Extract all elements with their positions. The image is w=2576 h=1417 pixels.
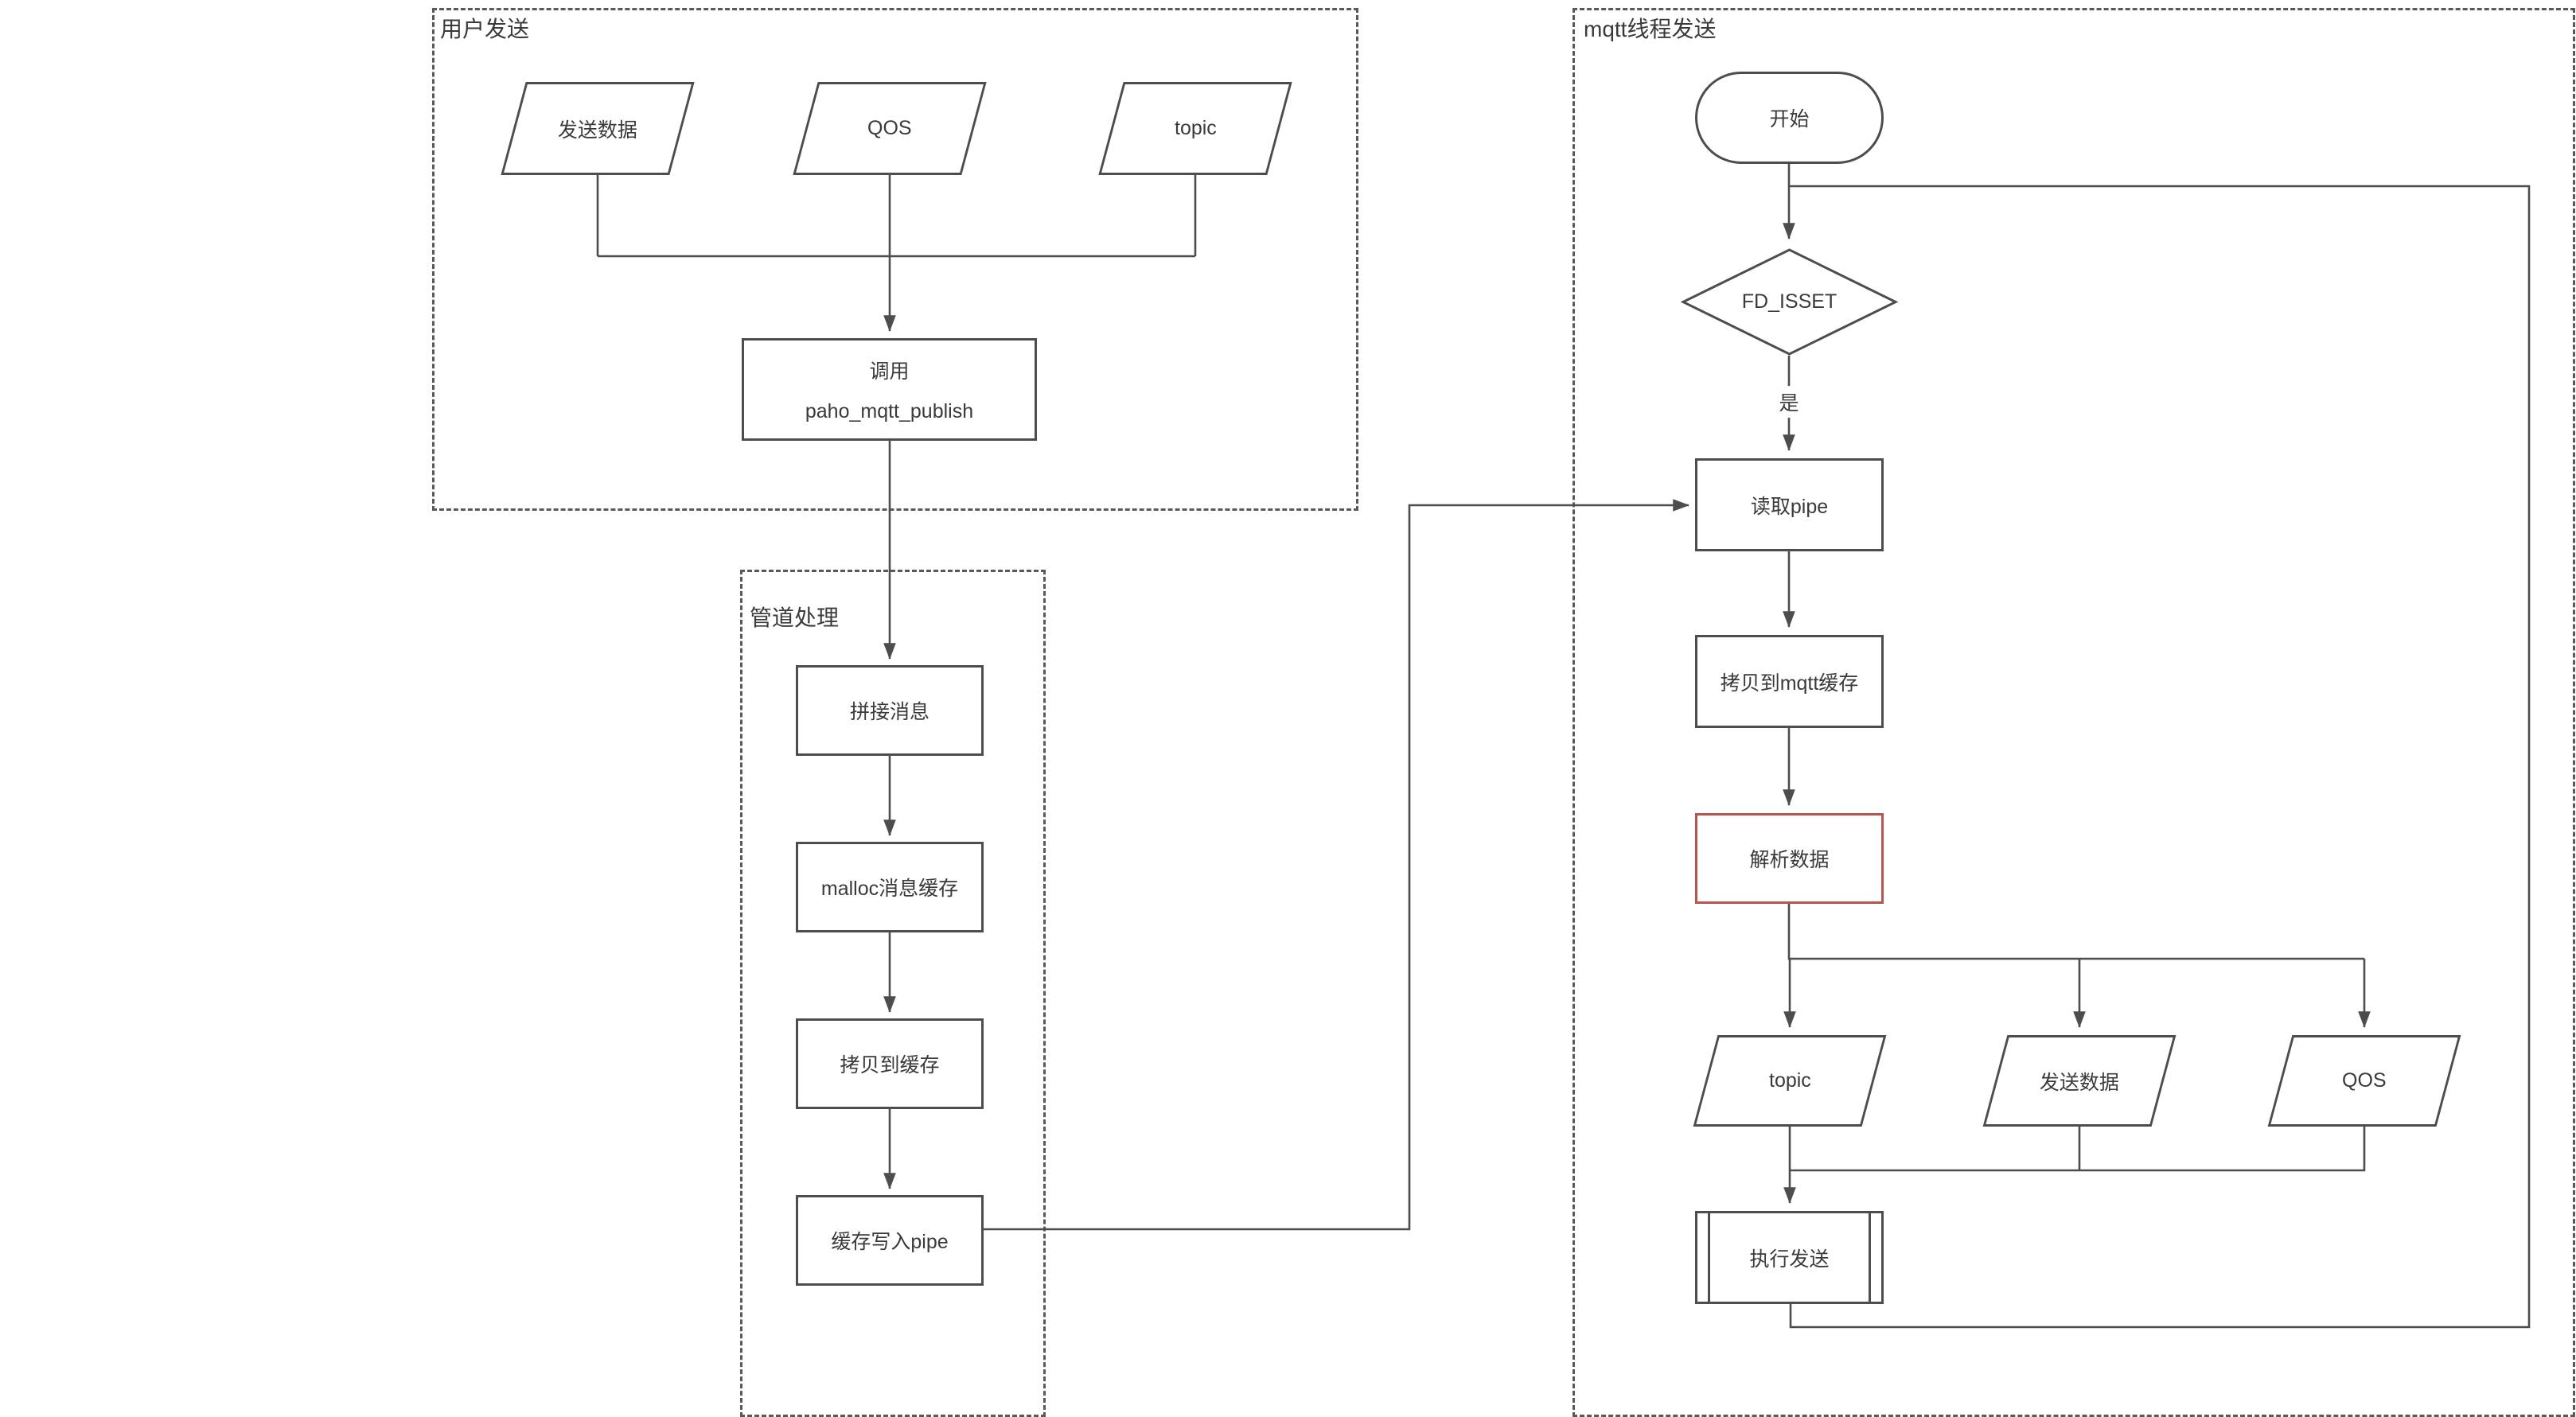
node-copy-to-buffer: 拷贝到缓存 bbox=[796, 1018, 984, 1109]
node-send-data-output-label: 发送数据 bbox=[2039, 1071, 2119, 1094]
node-qos-output-label: QOS bbox=[2342, 1069, 2387, 1092]
node-call-label-line1: 调用 bbox=[869, 360, 910, 383]
node-start-label: 开始 bbox=[1769, 108, 1810, 130]
fd-isset-diamond-shape bbox=[1680, 248, 1899, 356]
node-qos-output: QOS bbox=[2267, 1035, 2461, 1127]
node-call-label-line2: paho_mqtt_publish bbox=[805, 400, 974, 422]
edge-pipe-to-readpipe bbox=[984, 499, 1690, 1231]
node-execute-send: 执行发送 bbox=[1695, 1211, 1884, 1304]
node-read-pipe: 读取pipe bbox=[1695, 458, 1884, 551]
node-malloc-message-buffer: malloc消息缓存 bbox=[796, 842, 984, 932]
container-user-send bbox=[432, 8, 1358, 511]
edge-parse-split bbox=[1787, 904, 2364, 960]
node-topic-input-label: topic bbox=[1174, 117, 1217, 139]
node-send-data-input: 发送数据 bbox=[501, 82, 695, 175]
container-mqtt-thread bbox=[1572, 8, 2575, 1417]
node-topic-output: topic bbox=[1693, 1035, 1887, 1127]
node-malloc-message-buffer-label: malloc消息缓存 bbox=[820, 878, 959, 900]
node-concat-message: 拼接消息 bbox=[796, 665, 984, 756]
container-pipe-handling bbox=[740, 570, 1046, 1417]
node-parse-data: 解析数据 bbox=[1695, 813, 1884, 904]
node-qos-input-label: QOS bbox=[867, 117, 912, 139]
node-start: 开始 bbox=[1695, 72, 1884, 164]
container-user-send-title: 用户发送 bbox=[437, 16, 533, 43]
node-buffer-write-pipe: 缓存写入pipe bbox=[796, 1195, 984, 1286]
node-copy-to-buffer-label: 拷贝到缓存 bbox=[840, 1054, 940, 1076]
edge-qos-merge bbox=[1790, 1127, 2366, 1172]
container-mqtt-thread-title: mqtt线程发送 bbox=[1580, 16, 1720, 43]
container-pipe-handling-title: 管道处理 bbox=[746, 605, 843, 632]
node-send-data-input-label: 发送数据 bbox=[557, 119, 637, 142]
edge-loop-back bbox=[1789, 185, 2531, 1329]
node-read-pipe-label: 读取pipe bbox=[1750, 495, 1829, 518]
node-concat-message-label: 拼接消息 bbox=[849, 701, 929, 723]
node-execute-send-label: 执行发送 bbox=[1749, 1248, 1830, 1271]
node-copy-to-mqtt-buffer: 拷贝到mqtt缓存 bbox=[1695, 635, 1884, 728]
node-copy-to-mqtt-buffer-label: 拷贝到mqtt缓存 bbox=[1720, 672, 1859, 695]
node-fd-isset-decision: FD_ISSET bbox=[1680, 248, 1899, 356]
node-parse-data-label: 解析数据 bbox=[1749, 849, 1830, 871]
node-topic-input: topic bbox=[1098, 82, 1292, 175]
node-fd-isset-label: FD_ISSET bbox=[1741, 290, 1837, 313]
node-qos-input: QOS bbox=[793, 82, 987, 175]
node-call-paho-mqtt-publish: 调用 paho_mqtt_publish bbox=[742, 338, 1037, 441]
node-buffer-write-pipe-label: 缓存写入pipe bbox=[831, 1231, 949, 1253]
node-send-data-output: 发送数据 bbox=[1982, 1035, 2177, 1127]
edge-label-yes: 是 bbox=[1774, 386, 1804, 418]
node-topic-output-label: topic bbox=[1768, 1069, 1811, 1092]
